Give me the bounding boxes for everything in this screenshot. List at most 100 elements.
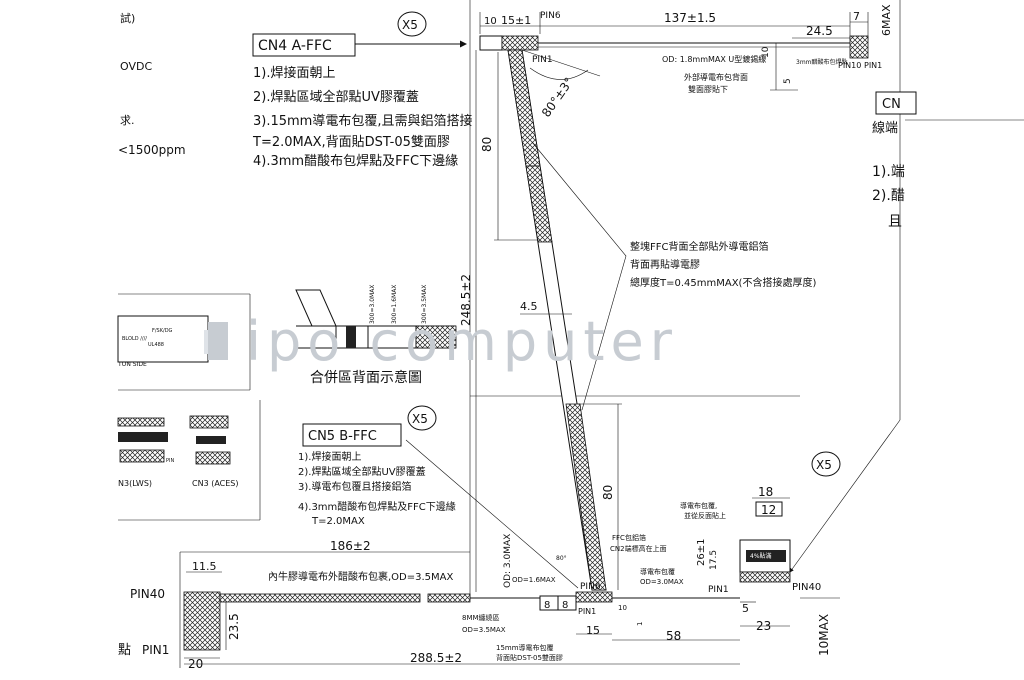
right-detail-leader [789, 419, 901, 573]
cn5-note-4: 4).3mm醋酸布包焊點及FFC下邊緣 [298, 500, 456, 513]
dim-8a: 8 [544, 600, 550, 611]
dim-5-right: 5 [742, 602, 749, 615]
center-note-2: 背面再貼導電膠 [630, 258, 700, 271]
top-connector-pins [501, 35, 539, 51]
left-frag-4: <1500ppm [118, 143, 186, 157]
right-connector-dark [746, 550, 786, 562]
angle-ref-line [521, 49, 601, 77]
left-table-drawing [117, 315, 209, 363]
bottom-left-connector [183, 591, 221, 651]
diagonal-ffc-top-hatch [507, 49, 541, 167]
center-note-3: 總厚度T=0.45mmMAX(不含搭接處厚度) [630, 276, 816, 289]
dim-15: 15±1 [501, 14, 531, 27]
dim-80-top: 80 [480, 137, 494, 152]
ffc-note-2: CN2端標高在上面 [610, 544, 667, 553]
dim-80-bot: 80 [601, 485, 615, 500]
scale-circle-a [397, 11, 427, 37]
bottom-od35b: OD=3.5MAX [462, 626, 506, 634]
top-right-note-1: 外部導電布包背面 [684, 72, 748, 82]
cn-right-note-2: 2).醋 [872, 188, 905, 204]
right-connector-pins [739, 571, 791, 583]
dim-12: 12 [761, 503, 776, 517]
bottom-cable-hatch-2 [427, 593, 471, 603]
dim-137: 137±1.5 [664, 11, 716, 25]
right-pin40: PIN40 [792, 582, 821, 593]
bottom-pin40: PIN40 [130, 587, 165, 601]
cn3-aces-pins-1 [189, 415, 229, 429]
cn3-lws-pins-1 [117, 417, 165, 427]
cn-right-title: CN [882, 97, 901, 112]
left-table-r4: TON SIDE [117, 361, 147, 368]
angle-label: 80°±3° [539, 75, 576, 120]
combined-dim-c: 300=3.5MAX [421, 285, 428, 324]
dim-26: 26±1 [696, 539, 707, 566]
cn3-lws-label: N3(LWS) [118, 479, 152, 488]
cn4-note-1: 1).焊接面朝上 [253, 65, 335, 81]
combined-seg-dark [346, 326, 356, 348]
bottom-kanji: 點 [118, 643, 131, 658]
note-15mm: 15mm導電布包覆 [496, 643, 554, 652]
combined-caption: 合併區背面示意圖 [310, 369, 422, 386]
scale-circle-b [407, 405, 437, 431]
dim-10: 10 [484, 16, 497, 27]
dim-288-5: 288.5±2 [410, 651, 462, 665]
top-connector-body [479, 35, 503, 51]
top-pin1-right: PIN1 [864, 61, 882, 70]
cn4-note-2: 2).焊點區域全部點UV膠覆蓋 [253, 89, 419, 105]
watermark-block [208, 322, 228, 360]
dim-15b: 15 [586, 624, 600, 637]
dim-23: 23 [756, 619, 771, 633]
dim-11-5: 11.5 [192, 560, 217, 573]
note-15mm-b: 背面貼DST-05雙面膠 [496, 653, 563, 662]
bottom-pin6: PIN6 [580, 582, 601, 592]
cn-right-title-box [875, 91, 917, 115]
cn5-title-box [302, 423, 402, 447]
left-frag-1: 試) [120, 11, 135, 25]
top-od18: OD: 1.8mmMAX U型鍍錫線 [662, 54, 766, 64]
cn-right-note-1: 1).端 [872, 164, 905, 180]
scale-circle-c [811, 451, 841, 477]
top-pin1: PIN1 [532, 55, 553, 65]
bottom-box-8b [557, 595, 577, 611]
cn3-pin-label: PIN [166, 458, 174, 464]
combined-dim-a: 300=3.0MAX [369, 285, 376, 324]
dim-18: 18 [758, 485, 773, 499]
left-frag-3: 求. [120, 114, 135, 127]
cn4-note-5: 4).3mm醋酸布包焊點及FFC下邊緣 [253, 153, 458, 169]
cn5-note-5: T=2.0MAX [311, 516, 365, 527]
bottom-pin1b: PIN1 [578, 607, 596, 616]
bottom-od16: OD=1.6MAX [512, 576, 556, 584]
ffc-note-1: FFC包鋁箔 [612, 533, 646, 542]
center-note-1: 整塊FFC背面全部貼外導電鋁箔 [630, 240, 769, 253]
cn5-note-1: 1).焊接面朝上 [298, 450, 361, 463]
diagonal-ffc-bottom-hatch [565, 403, 607, 591]
right-pin1: PIN1 [708, 585, 729, 595]
dim-10b: 10 [618, 604, 627, 612]
diagonal-ffc-top-hatch-2 [525, 165, 553, 243]
top-pin10: PIN10 [838, 61, 861, 70]
watermark-text: ipo computer [246, 310, 678, 373]
bottom-angle: 80° [556, 555, 567, 562]
cn3-aces-body [196, 436, 226, 444]
left-table-r2: BLOLD //// [122, 336, 147, 342]
bottom-cable-hatch [219, 593, 421, 603]
scale-label-a: X5 [402, 18, 418, 32]
right-note-1: 導電布包覆, [680, 501, 717, 510]
left-table-r1: F/SK/DG [152, 328, 173, 334]
top-right-connector [849, 35, 869, 59]
cn3-lws-body [118, 432, 168, 442]
bottom-8mm: 8MM纏繞區 [462, 613, 500, 622]
combined-dim-b: 300=1.6MAX [391, 285, 398, 324]
dim-4-5: 4.5 [520, 300, 538, 313]
cn5-note-3: 3).導電布包覆且搭接鋁箔 [298, 480, 411, 493]
dim-10max: 10MAX [817, 614, 831, 656]
dim-186: 186±2 [330, 539, 371, 553]
right-small-note: 4%貼滿 [750, 552, 772, 560]
top-pin6: PIN6 [540, 11, 561, 21]
cn3-lws-pins-2 [119, 449, 165, 463]
cn4-title-box [252, 33, 356, 57]
od30b-note-1: 導電布包覆 [640, 567, 675, 576]
cn4-note-4: T=2.0MAX,背面貼DST-05雙面膠 [252, 135, 450, 150]
dim-6max: 6MAX [880, 4, 893, 36]
combined-seg-c [415, 325, 457, 349]
